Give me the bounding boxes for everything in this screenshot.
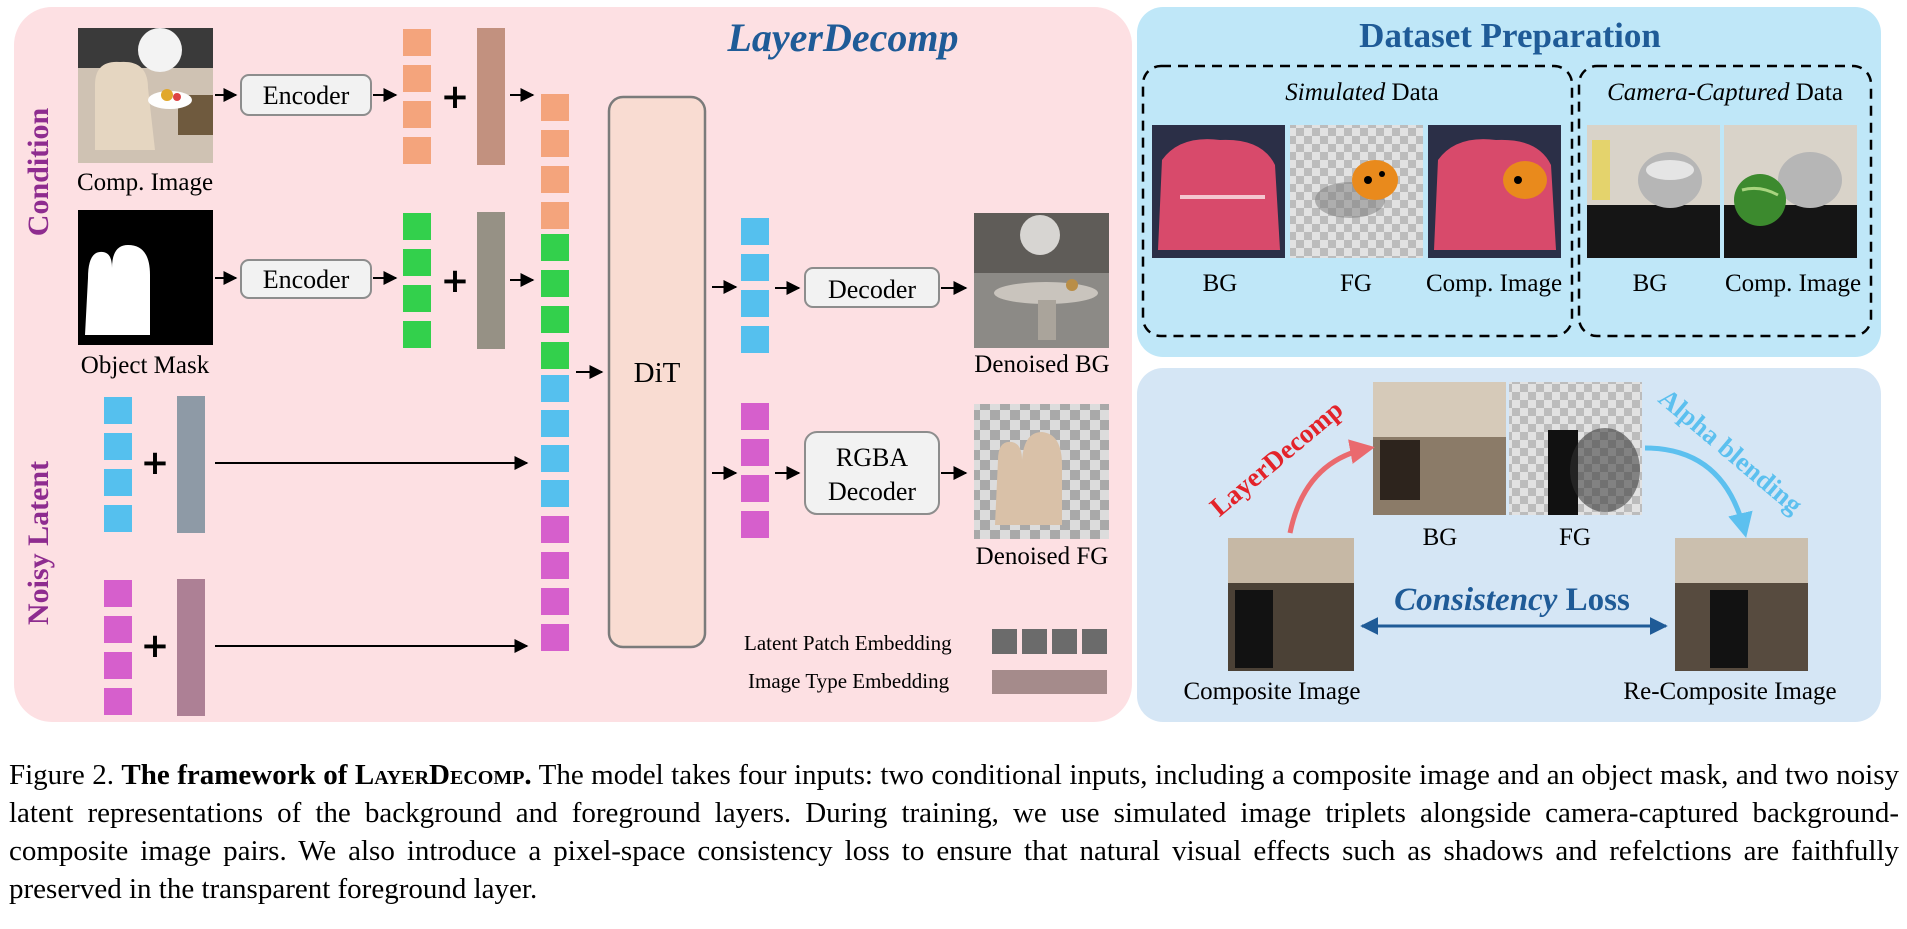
rgba-decoder-label-line1: RGBA — [836, 443, 908, 472]
cl-bg-thumbnail — [1373, 382, 1506, 515]
legend-patch-swatch — [992, 629, 1107, 654]
image-type-embedding-bg — [177, 396, 205, 533]
denoised-fg-thumbnail — [974, 404, 1109, 539]
dit-block — [607, 95, 707, 649]
output-fg-tokens — [741, 403, 769, 538]
noisy-bg-tokens — [104, 397, 132, 532]
denoised-bg-thumbnail — [974, 213, 1109, 348]
caption-bold-name: LayerDecomp — [354, 759, 525, 791]
cl-fg-thumbnail — [1509, 382, 1642, 515]
sim-bg-label: BG — [1203, 270, 1238, 297]
rgba-decoder-box — [804, 431, 940, 515]
comp-image-thumbnail — [78, 28, 213, 163]
sim-comp-label: Comp. Image — [1426, 270, 1562, 297]
cl-bg-label: BG — [1423, 524, 1458, 551]
cl-fg-label: FG — [1559, 524, 1591, 551]
layerdecomp-panel — [14, 7, 1132, 722]
figure-caption: Figure 2. The framework of LayerDecomp. … — [9, 756, 1899, 908]
cap-bg-label: BG — [1633, 270, 1668, 297]
framework-diagram: LayerDecomp Condition Noisy Latent Comp.… — [14, 7, 1881, 722]
comp-image-tokens — [403, 29, 431, 164]
decoder-box — [804, 267, 940, 308]
sim-fg-thumbnail — [1290, 125, 1423, 258]
composite-image-label: Composite Image — [1183, 678, 1360, 705]
caption-prefix: Figure 2. — [9, 759, 122, 791]
layerdecomp-title: LayerDecomp — [726, 15, 958, 60]
dataset-title: Dataset Preparation — [1359, 16, 1661, 55]
object-mask-label: Object Mask — [81, 352, 210, 379]
plus-icon: + — [141, 626, 170, 666]
sim-fg-label: FG — [1340, 270, 1372, 297]
captured-data-group — [1577, 64, 1873, 338]
simulated-data-group — [1141, 64, 1574, 338]
image-type-embedding-fg — [177, 579, 205, 716]
caption-text: The model takes four inputs: two conditi… — [9, 759, 1899, 905]
decoder-label: Decoder — [828, 275, 916, 304]
encoder-box-mask — [240, 259, 372, 299]
legend-type-label: Image Type Embedding — [748, 669, 950, 693]
caption-bold-end: . — [524, 759, 532, 791]
denoised-bg-label: Denoised BG — [974, 351, 1109, 378]
caption-bold: The framework of LayerDecomp. — [121, 759, 531, 791]
denoised-fg-label: Denoised FG — [976, 543, 1109, 570]
plus-icon: + — [141, 443, 170, 483]
image-type-embedding-cond — [477, 28, 505, 165]
legend-type-swatch — [992, 670, 1107, 694]
plus-icon: + — [441, 261, 470, 301]
mask-tokens — [403, 213, 431, 348]
cap-bg-thumbnail — [1587, 125, 1720, 258]
comp-image-label: Comp. Image — [77, 169, 213, 196]
encoder-box-image — [240, 74, 372, 116]
cap-comp-label: Comp. Image — [1725, 270, 1861, 297]
cap-comp-thumbnail — [1724, 125, 1857, 258]
alpha-blending-arrow — [1644, 445, 1753, 538]
image-type-embedding-mask — [477, 212, 505, 349]
legend-patch-label: Latent Patch Embedding — [744, 631, 952, 655]
caption-bold-before: The framework of — [121, 759, 355, 791]
captured-data-label: Camera-Captured Data — [1607, 79, 1843, 106]
recomposite-image-thumbnail — [1675, 538, 1808, 671]
sim-comp-thumbnail — [1428, 125, 1561, 258]
encoder-label-mask: Encoder — [263, 265, 350, 294]
recomposite-image-label: Re-Composite Image — [1623, 678, 1836, 705]
consistency-loss-label: Consistency Loss — [1394, 582, 1630, 618]
layerdecomp-arrow — [1287, 439, 1375, 534]
noisy-fg-tokens — [104, 580, 132, 715]
object-mask-thumbnail — [78, 210, 213, 345]
encoder-label-image: Encoder — [263, 81, 350, 110]
output-bg-tokens — [741, 218, 769, 353]
rgba-decoder-label-line2: Decoder — [828, 477, 916, 506]
composite-image-thumbnail — [1228, 538, 1354, 671]
dit-label: DiT — [634, 357, 681, 389]
plus-icon: + — [441, 77, 470, 117]
condition-label: Condition — [22, 108, 55, 237]
noisy-latent-label: Noisy Latent — [22, 461, 55, 625]
concatenated-tokens — [541, 94, 569, 651]
sim-bg-thumbnail — [1152, 125, 1285, 258]
simulated-data-label: Simulated Data — [1285, 79, 1438, 106]
